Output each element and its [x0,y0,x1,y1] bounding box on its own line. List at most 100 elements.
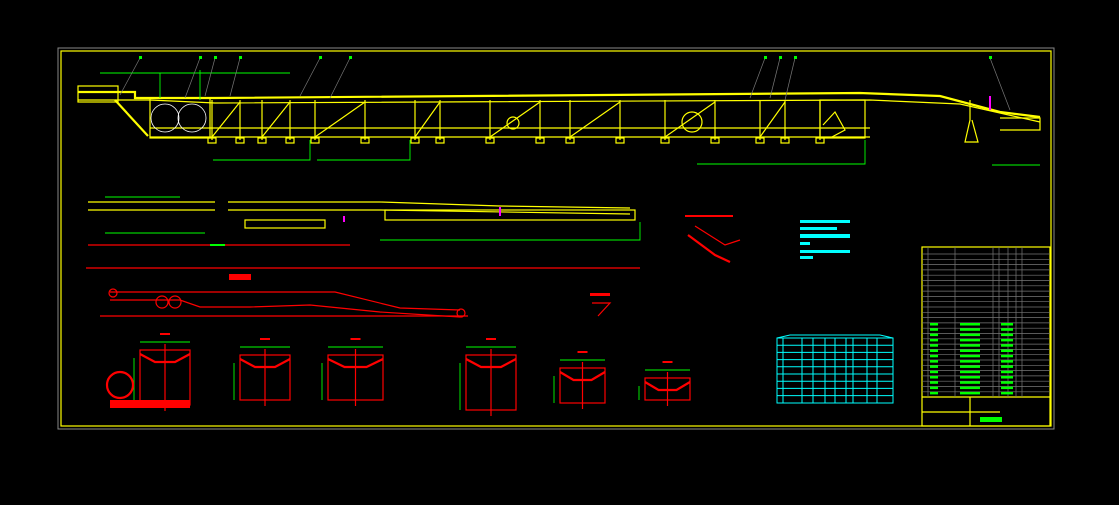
bom-entry [960,338,980,342]
bom-entry [960,323,980,326]
leader-line [784,57,796,101]
belt-path-schematic [100,274,468,318]
section-views [105,333,691,416]
support-foot [710,137,720,144]
support-foot [257,137,267,144]
truss-brace [759,101,786,138]
truss-brace [414,101,441,138]
support-foot [565,137,575,144]
section-label [260,338,270,340]
callout-marker [139,56,142,59]
sheet-inner-border [60,50,1052,427]
parameter-table [776,334,894,404]
leader-line [184,57,201,99]
callout-marker [239,56,242,59]
bom-entry [1001,354,1013,358]
bom-entry [1001,333,1013,337]
bom-entry [1001,386,1013,390]
section-label [577,351,588,353]
technical-notes [800,220,850,259]
section-label [160,333,170,335]
bom-entry [1001,391,1013,395]
support-foot [285,137,295,144]
bom-entry [960,365,980,368]
bom-entry [930,360,938,363]
support-foot [815,137,825,144]
leader-line [989,57,1011,111]
bill-of-materials [921,246,1051,427]
bom-entry [1001,349,1013,352]
support-foot [235,137,245,144]
section-label [662,361,673,363]
bom-entry [1001,338,1013,342]
main-conveyor-elevation [77,56,1041,166]
bom-entry [960,333,980,337]
leader-line [204,57,216,97]
support-foot [755,137,765,144]
bom-entry [960,391,980,395]
callout-marker [199,56,202,59]
bom-entry [930,349,938,352]
support-foot [410,137,420,144]
bom-entry [960,360,980,363]
callout-marker [214,56,217,59]
bom-entry [930,338,938,342]
section-label [486,338,496,340]
bom-entry [960,381,980,384]
chute-detail [590,215,741,317]
truss-brace [211,101,241,138]
bom-entry [960,386,980,390]
support-foot [535,137,545,144]
bom-entry [1001,360,1013,363]
bom-entry [960,328,980,331]
bom-entry [1001,323,1013,326]
bom-entry [930,354,938,358]
callout-marker [779,56,782,59]
leader-line [299,57,321,97]
support-foot [780,137,790,144]
sheet-outer-border [57,47,1055,430]
leader-line [229,57,241,97]
callout-marker [319,56,322,59]
bom-entry [930,381,938,384]
support-foot [207,137,217,144]
truss-brace [261,101,291,138]
bom-entry [930,344,938,347]
support-foot [360,137,370,144]
drive-pulley [105,370,135,400]
bom-entry [960,370,980,374]
support-foot [435,137,445,144]
bom-entry [930,386,938,390]
leader-line [749,57,766,99]
bom-entry [930,391,938,395]
section-label [350,338,361,340]
truss-brace [664,101,716,138]
callout-marker [764,56,767,59]
truss-brace [314,101,366,138]
bom-entry [960,354,980,358]
truss-brace [569,101,621,138]
bom-entry [930,370,938,374]
bom-entry [1001,365,1013,368]
callout-marker [794,56,797,59]
bom-entry [930,365,938,368]
bom-entry [960,344,980,347]
leader-line [119,57,141,96]
truss-brace [489,101,541,138]
support-foot [615,137,625,144]
bom-entry [960,349,980,352]
bom-entry [930,328,938,331]
bom-entry [1001,381,1013,384]
bom-entry [930,376,938,379]
support-foot [660,137,670,144]
callout-marker [349,56,352,59]
bom-entry [1001,370,1013,374]
support-foot [485,137,495,144]
leader-line [769,57,781,99]
bom-entry [1001,344,1013,347]
conveyor-elevation-2 [86,196,641,269]
bom-entry [1001,328,1013,331]
drive-base [110,400,190,408]
support-foot [310,137,320,144]
